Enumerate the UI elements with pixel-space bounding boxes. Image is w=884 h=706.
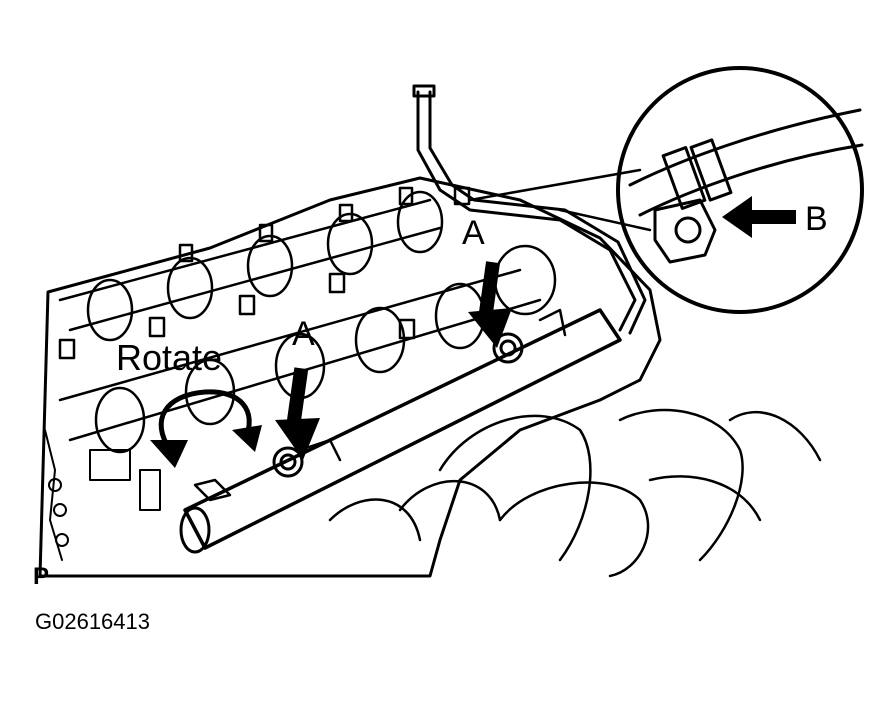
injector-bolt-left: [272, 446, 304, 478]
arrow-a-right-icon: [468, 261, 512, 348]
callout-leader: [468, 168, 652, 232]
fuel-rail: [179, 308, 622, 554]
camshaft-rear: [58, 186, 444, 342]
intake-manifold: [328, 408, 822, 578]
label-b: B: [805, 200, 828, 238]
label-a-left: A: [292, 315, 315, 353]
camshaft-front: [58, 244, 557, 454]
detail-magnifier: [616, 66, 864, 314]
injector-bolt-right: [492, 332, 524, 364]
label-a-right: A: [462, 214, 485, 252]
rotate-arrow-icon: [150, 389, 262, 468]
figure-code: G02616413: [35, 609, 150, 634]
cylinder-head-outline: [38, 176, 662, 578]
corner-mark: P: [33, 563, 49, 590]
fuel-line: [416, 90, 637, 332]
rotate-label: Rotate: [116, 337, 222, 378]
arrow-b-icon: [722, 196, 796, 238]
timing-chain-side: [44, 429, 161, 561]
detail-pipe: [628, 108, 864, 264]
fuel-line-end: [412, 84, 436, 98]
arrow-a-left-icon: [275, 367, 320, 460]
